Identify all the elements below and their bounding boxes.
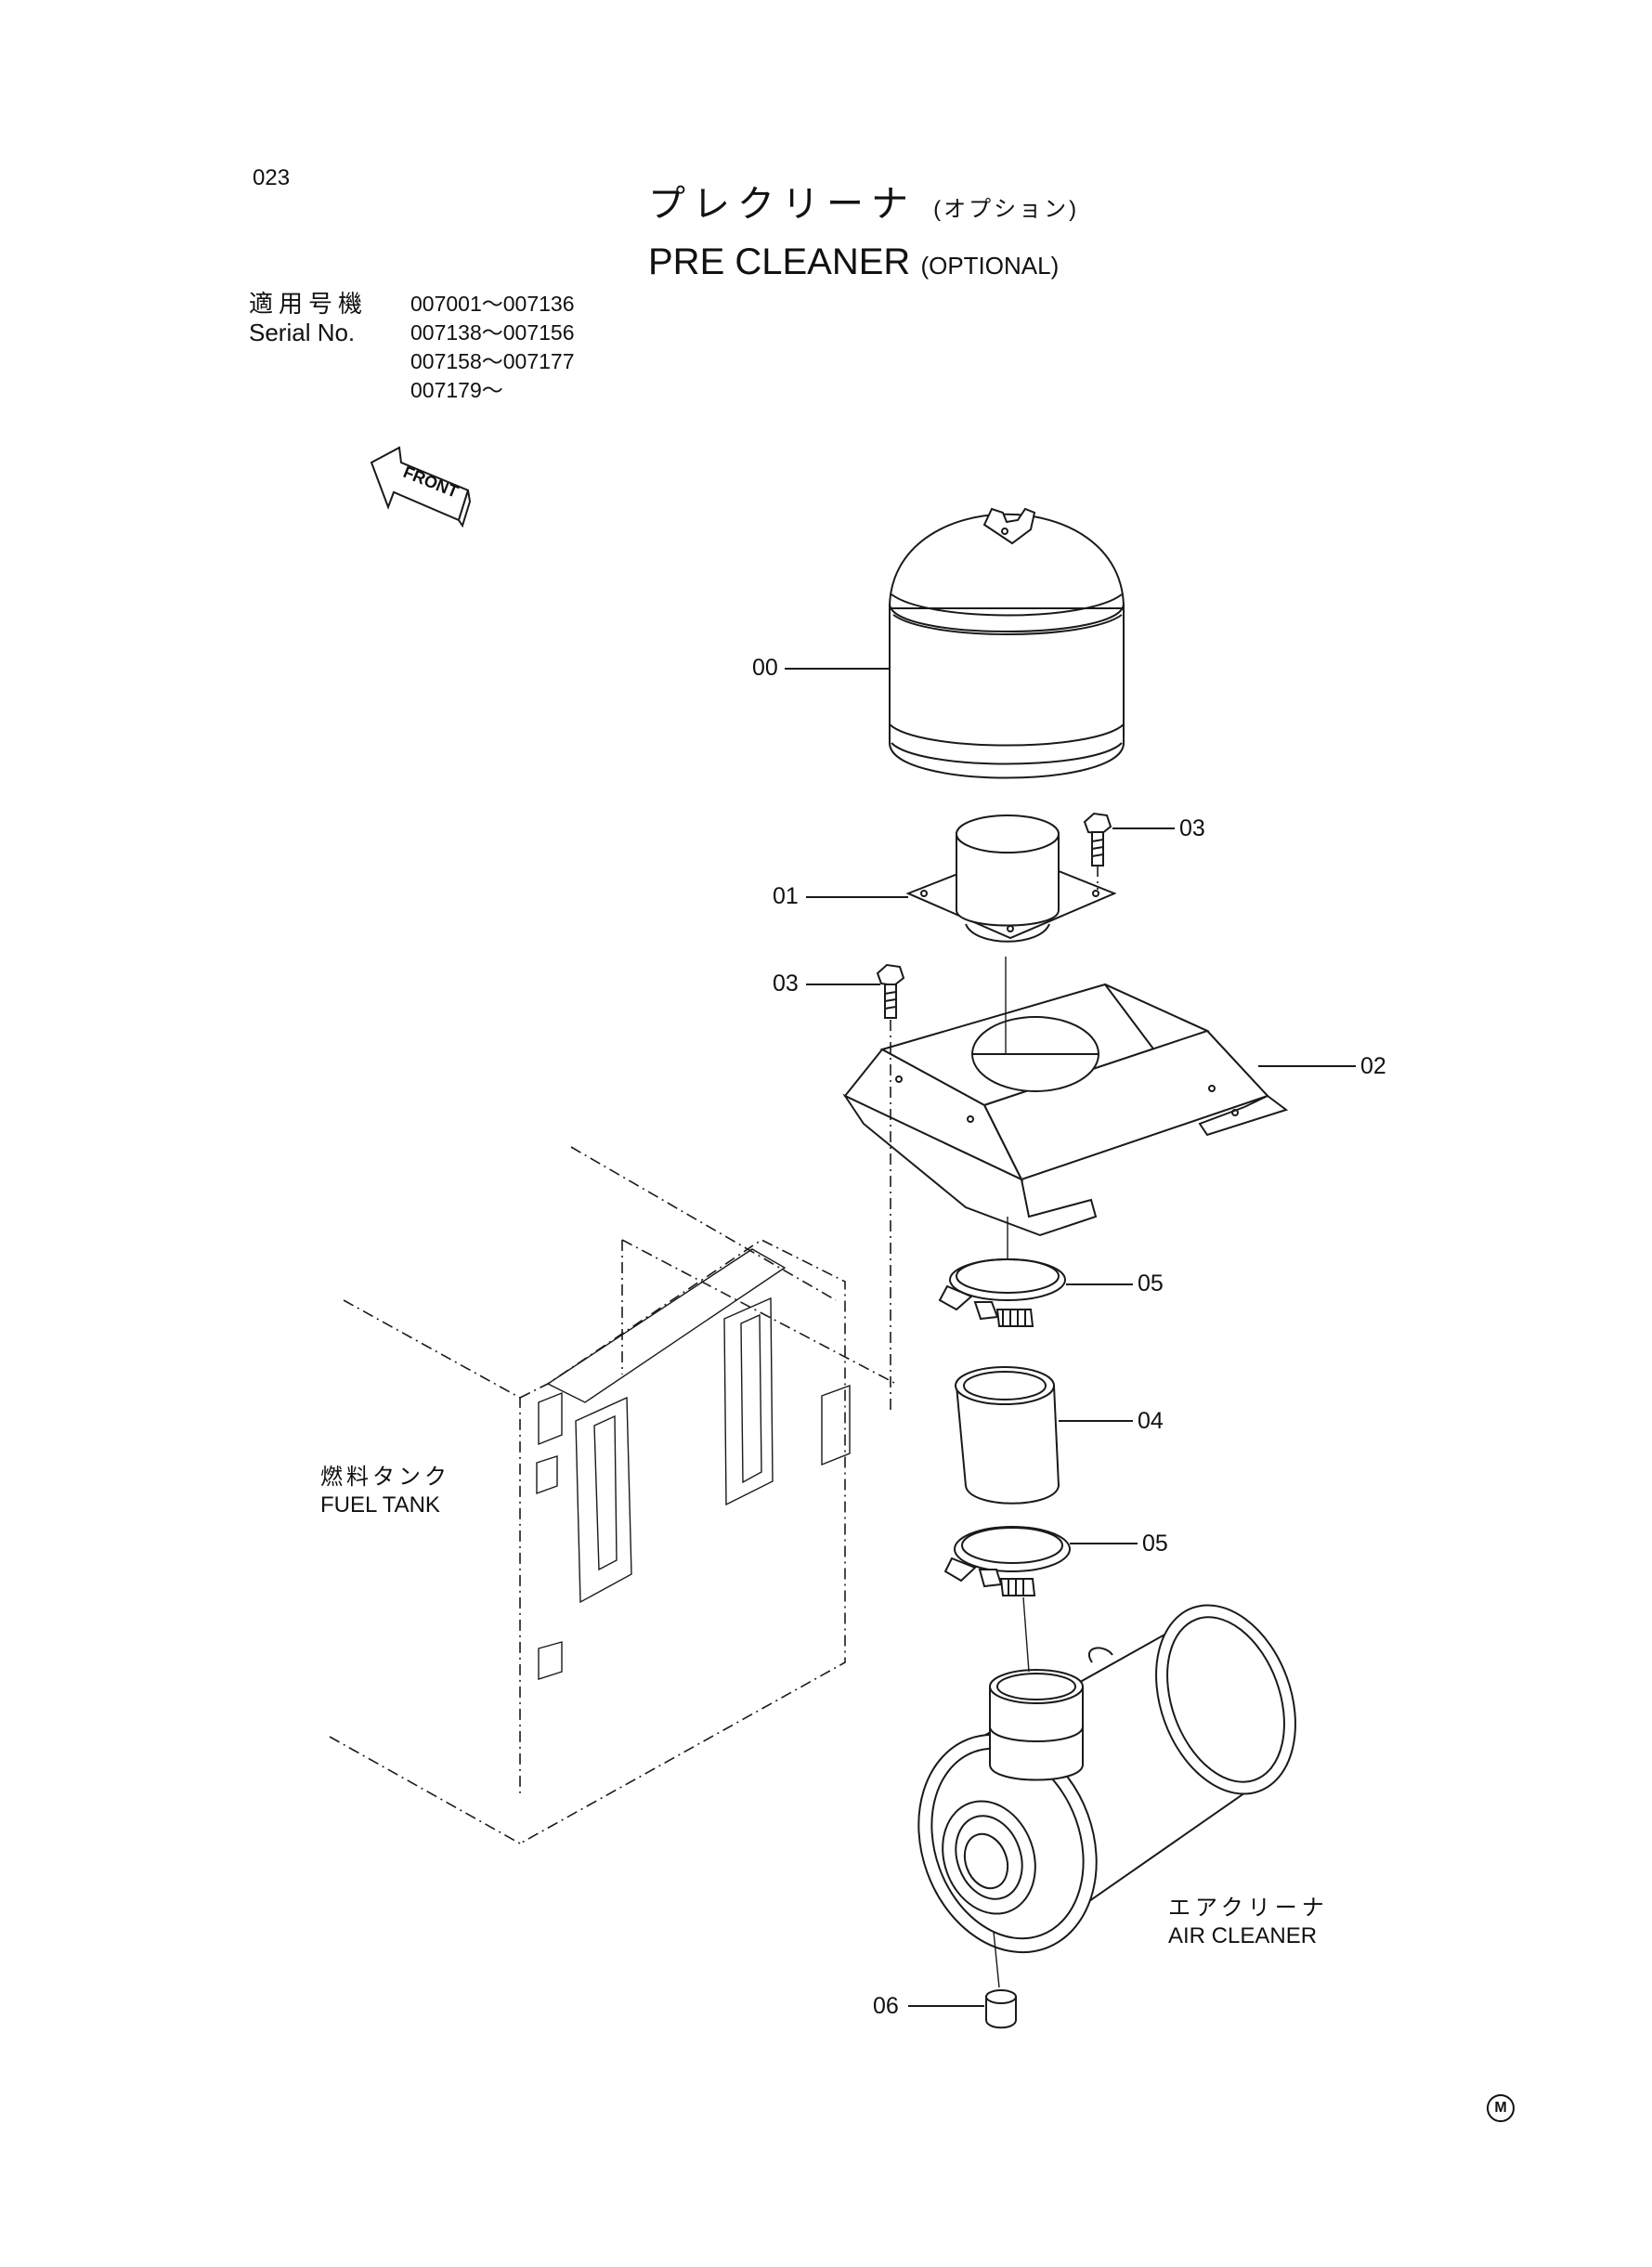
serial-label-en: Serial No. xyxy=(249,319,356,346)
connecting-hose xyxy=(955,1366,1060,1505)
serial-label: 適用号機 Serial No. xyxy=(249,290,368,347)
serial-range: 007001～007136 xyxy=(410,292,575,316)
callout-03-lower: 03 xyxy=(773,971,799,997)
title-english-suffix: (OPTIONAL) xyxy=(920,252,1060,280)
page-number: 023 xyxy=(253,165,291,190)
callout-05-upper: 05 xyxy=(1138,1270,1164,1296)
serial-range: 007138～007156 xyxy=(410,320,575,345)
front-arrow-icon: FRONT xyxy=(370,446,472,528)
air-cleaner-label-en: AIR CLEANER xyxy=(1168,1923,1318,1948)
hose-clamp-lower xyxy=(943,1526,1071,1596)
callout-03-upper: 03 xyxy=(1179,815,1205,841)
mounting-bracket xyxy=(842,983,1289,1237)
air-cleaner-body xyxy=(917,1604,1296,1954)
callout-04: 04 xyxy=(1138,1408,1164,1434)
title-english: PRE CLEANER (OPTIONAL) xyxy=(648,243,1059,280)
serial-range: 007158～007177 xyxy=(410,349,575,373)
fuel-tank-label-ja: 燃料タンク xyxy=(320,1465,450,1490)
callout-06: 06 xyxy=(873,1993,899,2019)
bolt-upper-right xyxy=(1083,812,1112,866)
drain-valve xyxy=(985,1989,1017,2029)
title-english-main: PRE CLEANER xyxy=(648,241,911,282)
leader-lines xyxy=(785,668,1356,2007)
fuel-tank-label: 燃料タンク FUEL TANK xyxy=(320,1464,450,1519)
title-japanese-main: プレクリーナ xyxy=(648,184,916,225)
fuel-tank xyxy=(329,1146,897,1844)
air-cleaner-label: エアクリーナ AIR CLEANER xyxy=(1168,1895,1329,1950)
callout-05-lower: 05 xyxy=(1142,1531,1168,1557)
m-mark-icon: M xyxy=(1487,2094,1515,2122)
pre-cleaner-cap xyxy=(888,507,1125,779)
callout-01: 01 xyxy=(773,883,799,909)
fuel-tank-label-en: FUEL TANK xyxy=(320,1492,440,1518)
hose-clamp-upper xyxy=(938,1258,1066,1327)
callout-02: 02 xyxy=(1360,1053,1386,1079)
bolt-lower-left xyxy=(876,963,905,1019)
air-cleaner-label-ja: エアクリーナ xyxy=(1168,1896,1329,1921)
pipe-flange xyxy=(905,814,1117,943)
serial-label-ja: 適用号機 xyxy=(249,290,369,318)
callout-00: 00 xyxy=(752,655,778,681)
title-japanese: プレクリーナ (オプション) xyxy=(648,186,1079,223)
title-japanese-suffix: (オプション) xyxy=(933,197,1080,222)
serial-range: 007179～ xyxy=(410,378,503,402)
serial-range-list: 007001～007136 007138～007156 007158～00717… xyxy=(410,290,575,405)
